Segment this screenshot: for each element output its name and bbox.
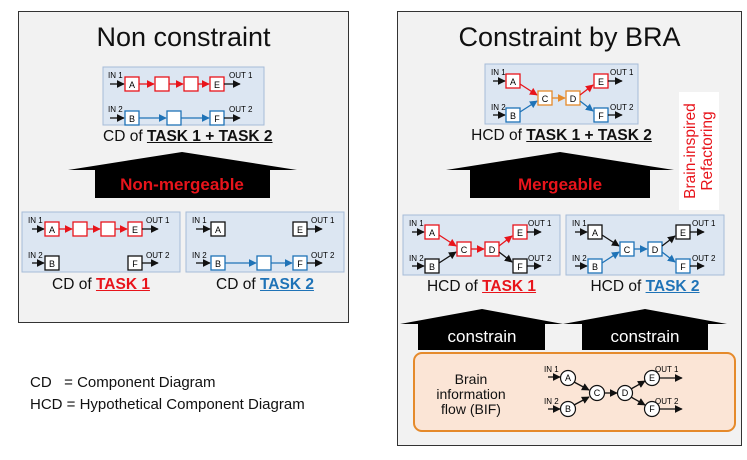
svg-text:A: A [129,80,135,90]
svg-text:IN 1: IN 1 [544,365,559,374]
svg-text:IN 2: IN 2 [491,103,506,112]
cd-task2-diagram: IN 1 IN 2 OUT 1 OUT 2 A E B F [185,211,345,273]
svg-text:D: D [652,245,659,255]
svg-text:E: E [598,77,604,87]
svg-text:B: B [49,259,55,269]
svg-text:IN 2: IN 2 [28,251,43,260]
svg-text:A: A [592,228,598,238]
svg-text:F: F [297,259,303,269]
svg-text:OUT 2: OUT 2 [528,254,552,263]
hcd-task1-caption: HCD of TASK 1 [426,278,537,295]
svg-text:E: E [214,80,220,90]
svg-text:A: A [49,225,55,235]
svg-text:OUT 1: OUT 1 [311,216,335,225]
svg-text:B: B [510,111,516,121]
svg-text:IN 1: IN 1 [409,219,424,228]
svg-text:OUT 1: OUT 1 [655,365,679,374]
svg-text:E: E [680,228,686,238]
bif-box: Brain information flow (BIF) [413,352,736,432]
non-mergeable-arrow: Non-mergeable [68,152,297,198]
hcd-combined-diagram: IN 1 IN 2 OUT 1 OUT 2 A B C D E F [484,63,639,125]
bif-label: Brain information flow (BIF) [436,371,506,417]
cd-task1-diagram: IN 1 IN 2 OUT 1 OUT 2 A E B F [21,211,181,273]
svg-text:E: E [132,225,138,235]
in1-label: IN 1 [108,71,123,80]
svg-text:C: C [461,245,468,255]
cd-task1-caption: CD of TASK 1 [52,276,150,293]
constrain-arrow-right: constrain [563,309,727,350]
mergeable-label: Mergeable [518,175,602,194]
out2-label: OUT 2 [229,105,253,114]
right-panel-title: Constraint by BRA [458,22,681,52]
svg-text:D: D [489,245,496,255]
svg-text:D: D [570,94,577,104]
svg-text:IN 2: IN 2 [544,397,559,406]
svg-text:OUT 2: OUT 2 [311,251,335,260]
svg-text:C: C [542,94,549,104]
constrain-left-label: constrain [448,327,517,346]
svg-text:OUT 1: OUT 1 [610,68,634,77]
legend-hcd: HCD = Hypothetical Component Diagram [30,396,305,413]
svg-text:F: F [649,404,655,414]
legend-cd: CD = Component Diagram [30,374,216,391]
hcd-combined-caption: HCD of TASK 1 + TASK 2 [471,127,652,144]
hcd-task1-diagram: IN 1 IN 2 OUT 1 OUT 2 A B C D E F [402,214,561,276]
svg-text:OUT 2: OUT 2 [655,397,679,406]
brain-inspired-refactoring-label: Brain-inspired Refactoring [679,92,719,210]
svg-text:B: B [129,114,135,124]
svg-text:A: A [429,228,435,238]
svg-text:IN 2: IN 2 [572,254,587,263]
cd-task2-caption: CD of TASK 2 [216,276,314,293]
svg-text:OUT 1: OUT 1 [146,216,170,225]
svg-text:IN 1: IN 1 [491,68,506,77]
svg-text:OUT 1: OUT 1 [692,219,716,228]
svg-text:OUT 2: OUT 2 [610,103,634,112]
svg-text:E: E [297,225,303,235]
left-panel-title: Non constraint [96,22,271,52]
svg-text:A: A [215,225,221,235]
cd-combined-diagram: IN 1 IN 2 OUT 1 OUT 2 A E B F [102,66,265,126]
svg-text:F: F [132,259,138,269]
mergeable-arrow: Mergeable [446,152,674,198]
svg-text:C: C [624,245,631,255]
svg-text:F: F [517,262,523,272]
svg-text:IN 2: IN 2 [409,254,424,263]
svg-text:F: F [214,114,220,124]
in2-label: IN 2 [108,105,123,114]
svg-text:IN 1: IN 1 [572,219,587,228]
svg-text:IN 1: IN 1 [28,216,43,225]
svg-text:E: E [649,373,655,383]
svg-text:OUT 1: OUT 1 [528,219,552,228]
constrain-arrow-left: constrain [400,309,563,350]
hcd-task2-diagram: IN 1 IN 2 OUT 1 OUT 2 A B C D E F [565,214,725,276]
svg-text:IN 1: IN 1 [192,216,207,225]
svg-text:C: C [594,388,601,398]
hcd-task2-caption: HCD of TASK 2 [590,278,700,295]
svg-text:OUT 2: OUT 2 [692,254,716,263]
svg-text:A: A [565,373,571,383]
svg-text:D: D [622,388,629,398]
cd-combined-caption: CD of TASK 1 + TASK 2 [103,128,273,145]
svg-text:B: B [565,404,571,414]
svg-text:OUT 2: OUT 2 [146,251,170,260]
non-mergeable-label: Non-mergeable [120,175,244,194]
svg-text:E: E [517,228,523,238]
svg-text:A: A [510,77,516,87]
constrain-right-label: constrain [611,327,680,346]
svg-text:F: F [598,111,604,121]
svg-text:F: F [680,262,686,272]
svg-text:B: B [215,259,221,269]
svg-text:B: B [592,262,598,272]
svg-text:B: B [429,262,435,272]
bif-diagram: IN 1 IN 2 OUT 1 OUT 2 A B C D E F [544,365,683,418]
svg-text:IN 2: IN 2 [192,251,207,260]
out1-label: OUT 1 [229,71,253,80]
